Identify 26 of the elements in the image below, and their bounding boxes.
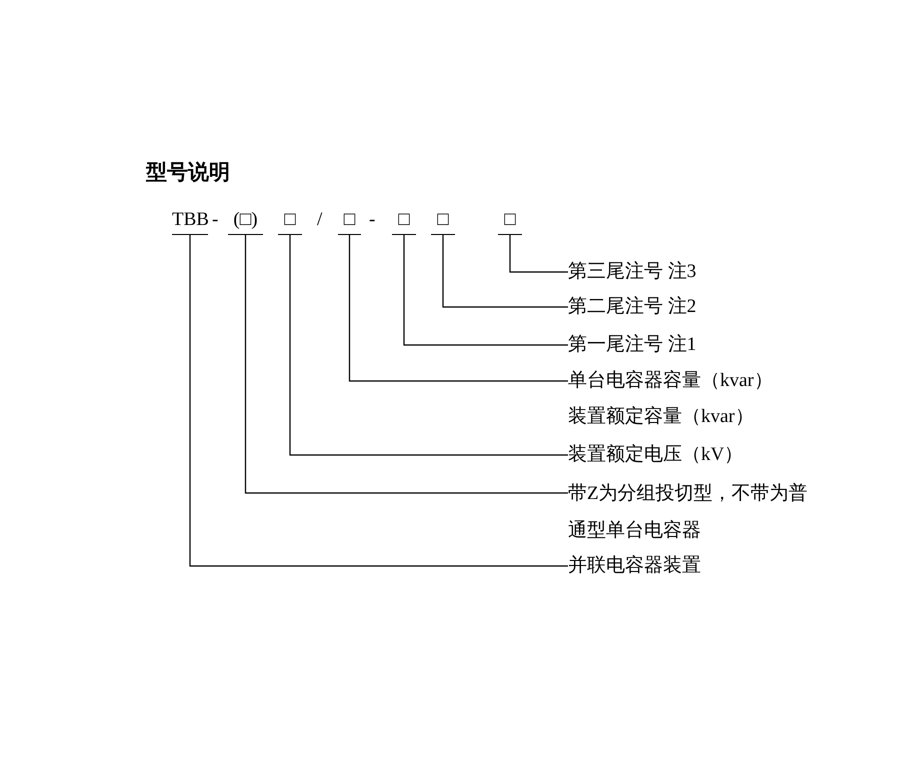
description-text: 第一尾注号 注1 [568,333,696,357]
leader-line [442,235,568,308]
title: 型号说明 [146,159,230,186]
model-code-segment: □ [392,207,416,235]
leader-line [403,235,568,346]
description-text: 第二尾注号 注2 [568,295,696,319]
model-code-segment: □ [278,207,302,235]
model-code-segment: □ [338,207,361,235]
description-text: 第三尾注号 注3 [568,260,696,284]
description-text: 并联电容器装置 [568,554,701,578]
leader-line [189,235,568,567]
model-code-segment: TBB [172,207,208,235]
model-code-segment: (□) [228,207,263,235]
separator-symbol: / [317,208,322,232]
description-text: 装置额定容量（kvar） [568,405,754,429]
model-code-segment: □ [498,207,522,235]
leader-line [289,235,568,456]
leader-line [509,235,568,273]
leader-line [348,235,568,382]
separator-symbol: - [212,208,218,232]
model-code-segment: □ [431,207,455,235]
leader-line [244,235,568,494]
description-text: 单台电容器容量（kvar） [568,369,773,393]
description-text: 装置额定电压（kV） [568,443,744,467]
separator-symbol: - [369,208,376,232]
description-text: 带Z为分组投切型，不带为普通型单台电容器 [568,474,820,548]
